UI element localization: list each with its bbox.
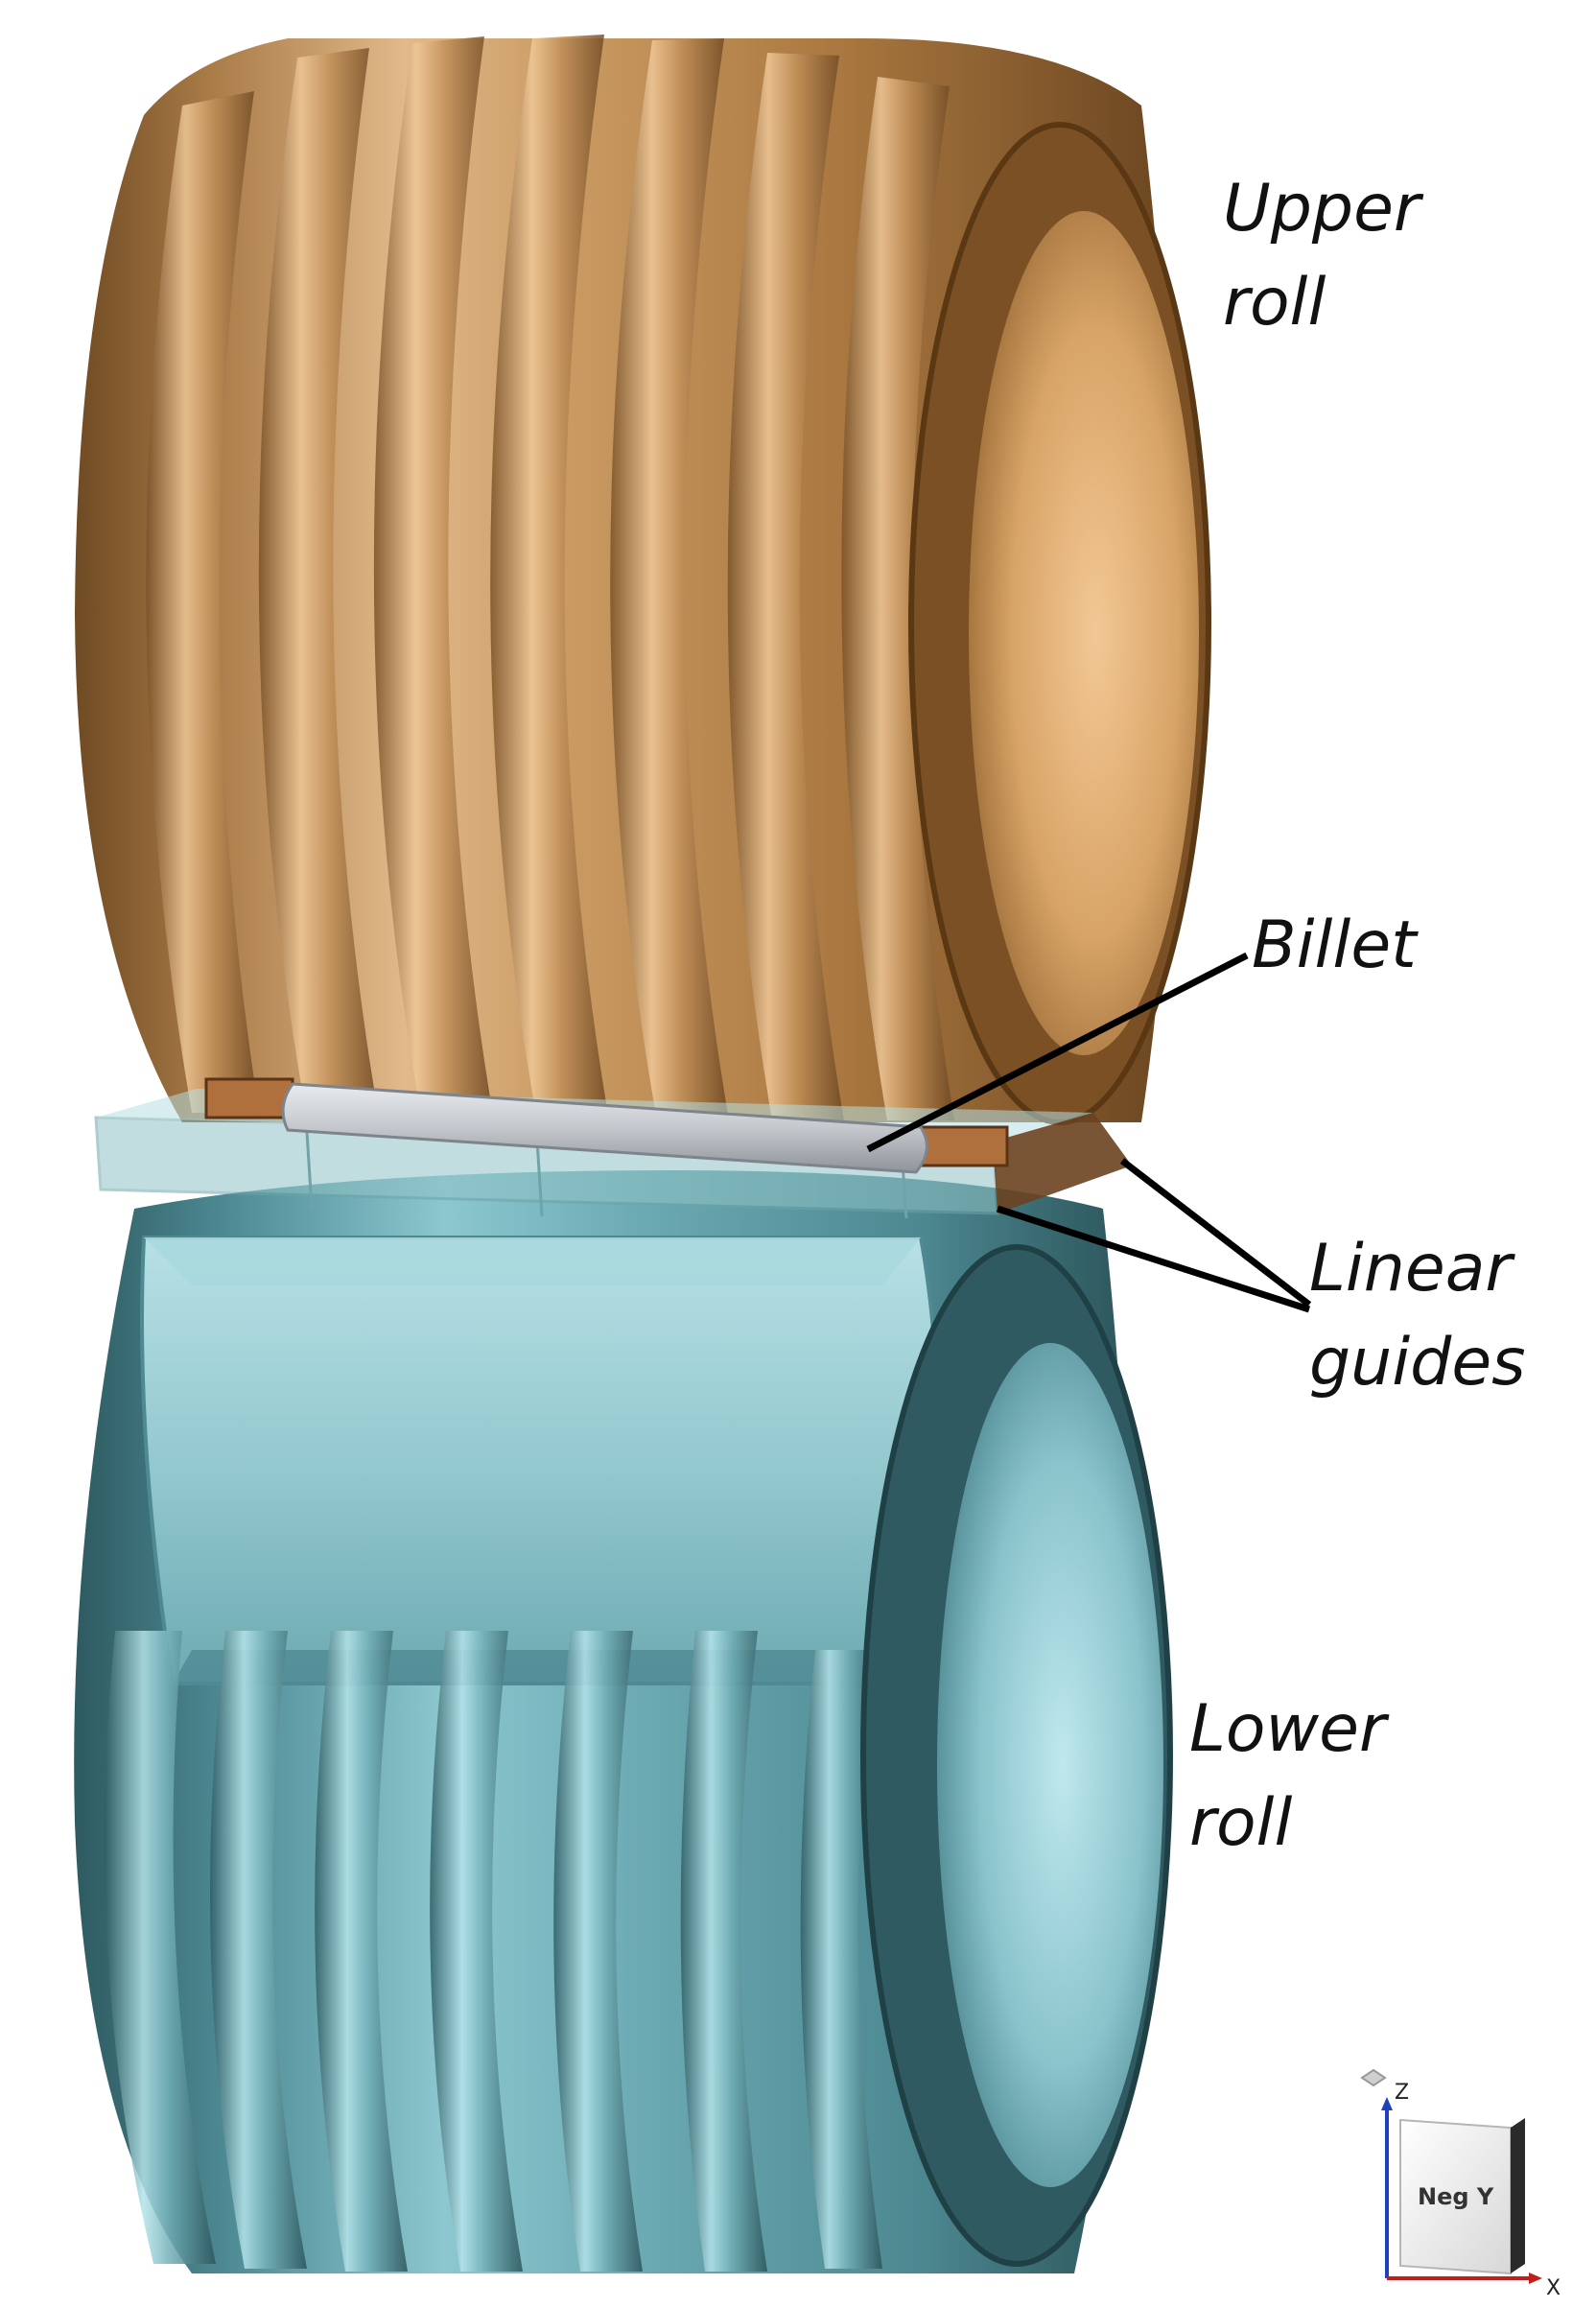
label-upper-roll-line1: Upper <box>1223 171 1424 247</box>
label-lower-roll: Lower roll <box>1189 1691 1407 1861</box>
label-linear-guides-line2: guides <box>1309 1325 1526 1401</box>
label-lower-roll-line1: Lower <box>1189 1691 1390 1767</box>
guides-leader-lower <box>996 1205 1311 1313</box>
guide-left-clamp <box>204 1077 294 1119</box>
upper-ridge <box>841 77 954 1120</box>
lower-roll-rim-outline <box>860 1244 1173 2267</box>
lower-roll-wedge <box>140 1236 942 1685</box>
upper-roll-ridges <box>146 35 954 1120</box>
billet-body <box>281 1082 928 1174</box>
label-lower-roll-line2: roll <box>1189 1785 1292 1861</box>
axis-x-arrow-icon <box>1529 2273 1542 2284</box>
guide-divider <box>535 1139 544 1217</box>
lower-roll <box>74 1170 1173 2273</box>
lower-roll-wedge-bevel <box>144 1237 921 1285</box>
leader-lines <box>866 952 1312 1313</box>
upper-ridge <box>490 35 609 1120</box>
triad-face-edge <box>1511 2118 1525 2273</box>
lower-ridge <box>210 1631 307 2269</box>
lower-ridge <box>430 1631 523 2272</box>
lower-roll-bore <box>937 1343 1163 2187</box>
axis-z-arrow-icon <box>1381 2097 1393 2110</box>
lower-ridge <box>680 1631 767 2272</box>
view-cube-icon[interactable] <box>1360 2068 1387 2087</box>
lower-ridge <box>104 1631 216 2264</box>
upper-ridge <box>373 36 494 1120</box>
triad-face-label: Neg Y <box>1418 2183 1494 2210</box>
guide-divider <box>305 1131 314 1210</box>
guide-right-block <box>993 1113 1132 1213</box>
upper-ridge <box>146 91 259 1113</box>
billet-leader <box>866 952 1249 1153</box>
billet <box>281 1082 928 1174</box>
axis-x-label: X <box>1546 2276 1561 2300</box>
upper-roll <box>75 35 1211 1125</box>
lower-ridge <box>800 1650 882 2269</box>
upper-ridge <box>727 53 844 1120</box>
lower-roll-ridges <box>104 1631 882 2272</box>
upper-ridge <box>258 48 379 1118</box>
label-upper-roll-line2: roll <box>1223 265 1326 341</box>
lower-ridge <box>553 1631 643 2272</box>
axis-z-label: Z <box>1395 2081 1409 2105</box>
label-upper-roll: Upper roll <box>1223 171 1442 341</box>
view-triad[interactable]: Neg Y Z X <box>1360 2068 1561 2300</box>
label-linear-guides: Linear guides <box>1309 1231 1533 1401</box>
label-linear-guides-line1: Linear <box>1309 1231 1515 1307</box>
lower-ridge <box>315 1631 408 2272</box>
label-billet: Billet <box>1252 907 1419 983</box>
upper-ridge <box>610 38 729 1120</box>
guides-leader-upper <box>1119 1158 1312 1307</box>
guide-right-clamp <box>919 1125 1009 1167</box>
upper-roll-bore <box>969 211 1199 1055</box>
